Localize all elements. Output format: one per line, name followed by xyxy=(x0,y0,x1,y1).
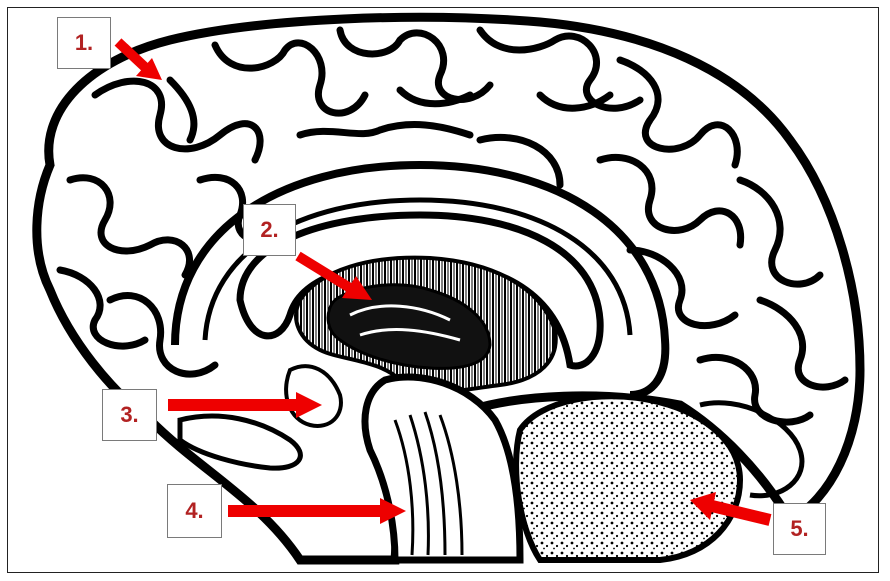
label-2: 2. xyxy=(243,204,296,256)
arrow-4 xyxy=(228,498,406,524)
cerebellum xyxy=(513,393,744,563)
arrow-2 xyxy=(295,251,372,300)
label-4: 4. xyxy=(167,484,222,538)
thalamus-region xyxy=(326,283,492,370)
label-1: 1. xyxy=(57,17,111,69)
label-5: 5. xyxy=(773,503,826,555)
arrow-1 xyxy=(114,38,162,80)
corpus-callosum xyxy=(236,211,604,370)
arrow-3 xyxy=(168,392,322,418)
arrow-5 xyxy=(690,492,772,526)
cingulate-gyrus xyxy=(171,160,670,399)
brainstem xyxy=(361,373,524,564)
label-3: 3. xyxy=(102,389,157,441)
gyri-folds xyxy=(56,26,849,426)
pons-striations xyxy=(393,411,464,556)
